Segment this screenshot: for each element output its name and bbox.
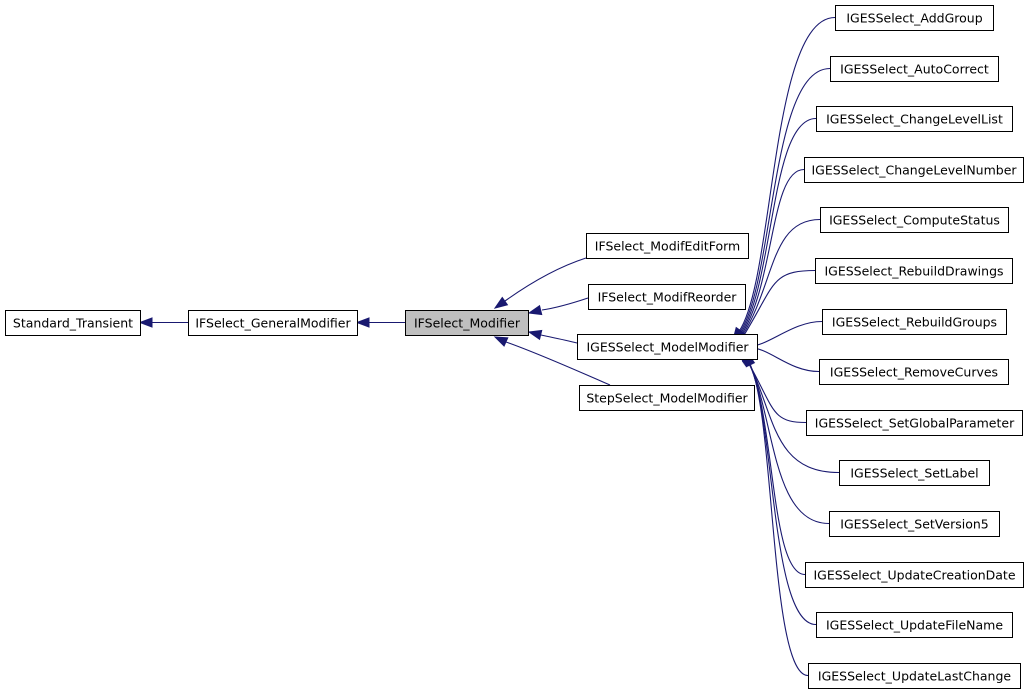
class-node-box [579, 385, 755, 411]
class-node-box [806, 410, 1023, 436]
class-node-change-level-list[interactable]: IGESSelect_ChangeLevelList [816, 106, 1013, 132]
class-node-label: IFSelect_Modifier [414, 316, 521, 331]
arrowhead-iges_model_modifier-to-modifier [527, 329, 543, 341]
class-node-box [405, 310, 529, 336]
edge-rebuild_drawings-to-iges_model_modifier [742, 269, 816, 338]
class-node-label: IFSelect_GeneralModifier [195, 316, 351, 331]
class-node-update-last-change[interactable]: IGESSelect_UpdateLastChange [808, 663, 1021, 689]
class-node-label: IGESSelect_RebuildGroups [832, 315, 997, 330]
edge-change_level_number-to-iges_model_modifier [740, 168, 805, 336]
class-node-label: IGESSelect_RemoveCurves [830, 365, 998, 380]
edge-step_model_modifier-to-modifier [505, 341, 611, 386]
class-node-label: IGESSelect_ModelModifier [586, 340, 749, 355]
class-node-label: IFSelect_ModifEditForm [595, 239, 740, 254]
class-node-label: IGESSelect_SetLabel [850, 466, 978, 481]
class-node-label: IGESSelect_UpdateLastChange [818, 669, 1011, 684]
class-node-label: IGESSelect_ChangeLevelList [826, 112, 1003, 127]
class-node-box [830, 56, 999, 82]
class-node-set-global-parameter[interactable]: IGESSelect_SetGlobalParameter [806, 410, 1023, 436]
edge-auto_correct-to-iges_model_modifier [739, 67, 831, 334]
class-node-box [5, 310, 141, 336]
edge-change_level_list-to-iges_model_modifier [739, 117, 817, 335]
class-node-update-creation-date[interactable]: IGESSelect_UpdateCreationDate [805, 562, 1024, 588]
class-node-compute-status[interactable]: IGESSelect_ComputeStatus [820, 207, 1009, 233]
nodes-layer: Standard_Transient IFSelect_GeneralModifi… [5, 5, 1024, 689]
class-node-box [819, 359, 1009, 385]
arrowhead-step_model_modifier-to-modifier [493, 336, 509, 347]
class-node-box [815, 258, 1013, 284]
arrowhead-general_modifier-to-standard_transient [138, 317, 153, 328]
class-node-set-label[interactable]: IGESSelect_SetLabel [839, 460, 990, 486]
class-node-standard-transient[interactable]: Standard_Transient [5, 310, 141, 336]
class-node-label: IGESSelect_UpdateCreationDate [813, 568, 1015, 583]
edge-remove_curves-to-iges_model_modifier [749, 346, 820, 373]
edge-compute_status-to-iges_model_modifier [741, 218, 821, 337]
class-node-label: IFSelect_ModifReorder [598, 290, 738, 305]
class-node-rebuild-drawings[interactable]: IGESSelect_RebuildDrawings [815, 258, 1013, 284]
arrowhead-modif_edit_form-to-modifier [493, 296, 509, 309]
edge-update_last_change-to-iges_model_modifier [748, 362, 809, 677]
class-node-box [816, 612, 1013, 638]
arrowhead-modifier-to-general_modifier [355, 317, 370, 328]
edge-modif_reorder-to-modifier [541, 297, 589, 311]
edge-iges_model_modifier-to-modifier [540, 334, 578, 344]
edge-add_group-to-iges_model_modifier [738, 16, 836, 333]
class-node-step-model-modifier[interactable]: StepSelect_ModelModifier [579, 385, 755, 411]
class-node-set-version5[interactable]: IGESSelect_SetVersion5 [829, 511, 1000, 537]
class-node-label: IGESSelect_RebuildDrawings [824, 264, 1003, 279]
class-node-update-file-name[interactable]: IGESSelect_UpdateFileName [816, 612, 1013, 638]
class-node-modif-edit-form[interactable]: IFSelect_ModifEditForm [586, 233, 749, 259]
class-node-box [816, 106, 1013, 132]
class-node-box [805, 562, 1024, 588]
class-node-box [188, 310, 358, 336]
class-node-remove-curves[interactable]: IGESSelect_RemoveCurves [819, 359, 1009, 385]
arrowhead-modif_reorder-to-modifier [527, 304, 543, 316]
class-node-label: IGESSelect_SetVersion5 [840, 517, 988, 532]
class-node-box [822, 309, 1007, 335]
class-node-box [829, 511, 1000, 537]
class-node-label: IGESSelect_AutoCorrect [840, 62, 989, 77]
class-node-box [804, 157, 1024, 183]
class-node-box [588, 284, 746, 310]
class-node-change-level-number[interactable]: IGESSelect_ChangeLevelNumber [804, 157, 1024, 183]
class-node-iges-model-modifier[interactable]: IGESSelect_ModelModifier [577, 334, 758, 360]
class-node-label: StepSelect_ModelModifier [586, 391, 748, 406]
class-node-label: Standard_Transient [13, 316, 133, 331]
class-node-label: IGESSelect_ComputeStatus [829, 213, 1000, 228]
class-node-general-modifier[interactable]: IFSelect_GeneralModifier [188, 310, 358, 336]
class-node-box [839, 460, 990, 486]
class-node-modifier[interactable]: IFSelect_Modifier [405, 310, 529, 336]
edge-modif_edit_form-to-modifier [504, 257, 587, 302]
class-node-box [820, 207, 1009, 233]
class-node-label: IGESSelect_SetGlobalParameter [815, 416, 1015, 431]
class-node-label: IGESSelect_AddGroup [846, 11, 982, 26]
class-node-box [577, 334, 758, 360]
class-node-label: IGESSelect_UpdateFileName [826, 618, 1003, 633]
class-node-add-group[interactable]: IGESSelect_AddGroup [835, 5, 994, 31]
class-node-modif-reorder[interactable]: IFSelect_ModifReorder [588, 284, 746, 310]
class-node-box [586, 233, 749, 259]
class-node-rebuild-groups[interactable]: IGESSelect_RebuildGroups [822, 309, 1007, 335]
edge-update_creation_date-to-iges_model_modifier [747, 360, 806, 576]
class-node-box [808, 663, 1021, 689]
class-node-label: IGESSelect_ChangeLevelNumber [811, 163, 1017, 178]
class-node-box [835, 5, 994, 31]
edge-rebuild_groups-to-iges_model_modifier [748, 320, 823, 348]
class-node-auto-correct[interactable]: IGESSelect_AutoCorrect [830, 56, 999, 82]
